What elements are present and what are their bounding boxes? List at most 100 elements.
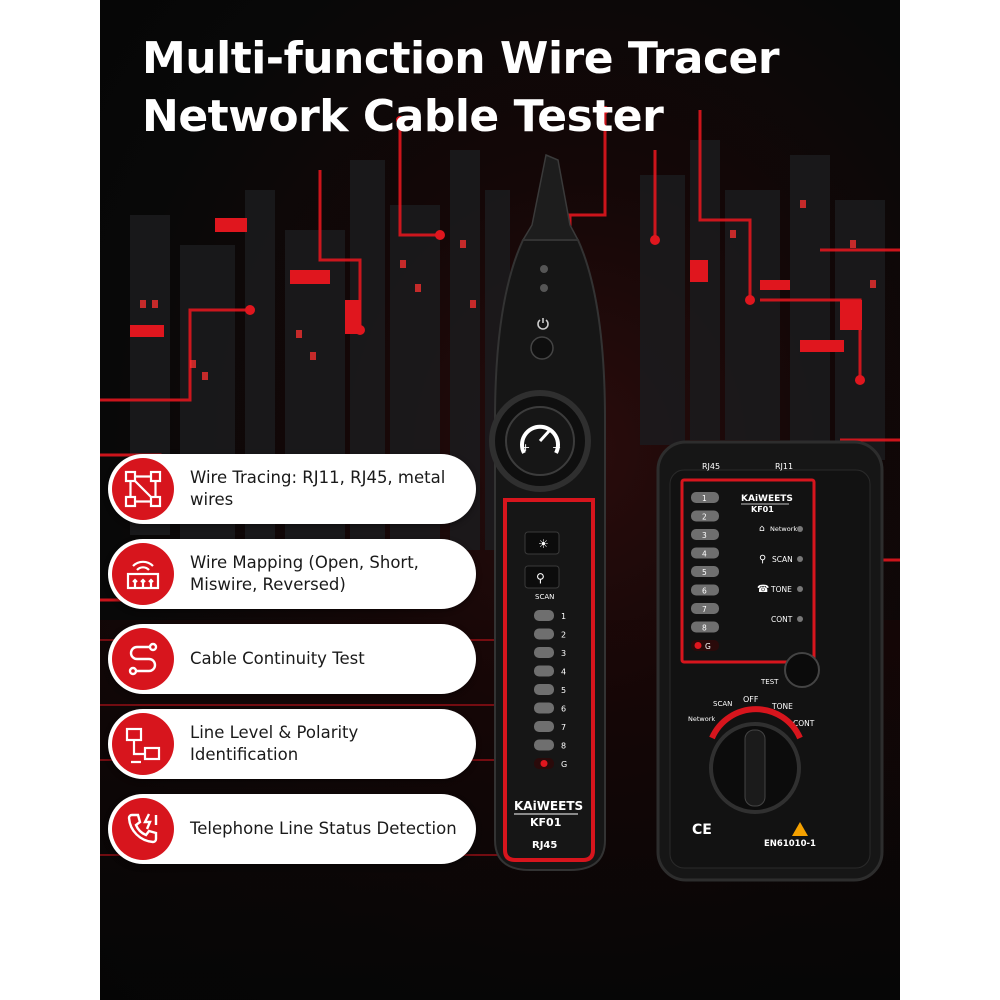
circuit-pads (130, 106, 865, 385)
scan-label: SCAN (535, 593, 554, 601)
feature-text: Telephone Line Status Detection (190, 819, 457, 838)
receiver-led-label: 4 (702, 550, 707, 559)
indicator-led (540, 265, 548, 273)
receiver-led (691, 566, 719, 577)
tracer-red-trim (503, 498, 595, 862)
line-level-icon (112, 713, 174, 775)
receiver-led (691, 547, 719, 559)
receiver-led-label: 1 (702, 494, 707, 503)
status-led (797, 616, 803, 622)
receiver-led-label: 6 (702, 587, 707, 596)
status-cont: CONT (771, 615, 793, 624)
dial-off: OFF (743, 695, 759, 704)
tracer-led-label: 4 (561, 668, 566, 677)
knob-indicator (538, 428, 552, 443)
receiver-led-label: 5 (702, 568, 707, 577)
tracer-led (534, 721, 554, 732)
tracer-brand: KAiWEETS (514, 799, 583, 813)
tracer-model: KF01 (530, 816, 561, 829)
telephone-icon: ☎ (757, 584, 769, 595)
receiver-led (691, 584, 719, 596)
product-panel: Multi-function Wire Tracer Network Cable… (100, 0, 900, 1000)
receiver-port-left: RJ45 (702, 462, 720, 471)
feature-text: Wire Tracing: RJ11, RJ45, metal wires (190, 468, 446, 509)
tracer-led (534, 610, 554, 621)
scan-icon: ⚲ (536, 571, 545, 585)
scan-button (524, 565, 560, 589)
receiver-led (691, 529, 719, 540)
window-lights (140, 200, 876, 380)
ground-led-dot (540, 760, 548, 767)
receiver-led (691, 603, 719, 614)
dial-network: Network (688, 715, 715, 723)
dial-red-arc (709, 706, 803, 740)
receiver-led-column: 1 2 3 4 5 6 7 8G (691, 492, 719, 651)
receiver-led-label: 8 (702, 624, 707, 633)
feature-continuity: Cable Continuity Test (108, 624, 476, 694)
receiver-led (691, 492, 719, 503)
probe-tip (521, 153, 580, 241)
ground-led-dot (694, 642, 702, 649)
tracer-led-label: 1 (561, 612, 566, 621)
receiver-red-panel (680, 478, 816, 664)
power-icon (537, 318, 549, 330)
page-title: Multi-function Wire Tracer Network Cable… (142, 30, 780, 146)
feature-line-level: Line Level & Polarity Identification (108, 709, 476, 779)
receiver-led (691, 510, 719, 522)
knob-minus: − (552, 441, 561, 454)
receiver-status-list: ⌂ Network ⚲ SCAN ☎ TONE CONT (757, 524, 803, 624)
tracer-led-label: 7 (561, 723, 566, 732)
title-line-2: Network Cable Tester (142, 91, 664, 142)
feature-telephone: Telephone Line Status Detection (108, 794, 476, 864)
tracer-led (534, 739, 554, 751)
feature-text: Wire Mapping (Open, Short, Miswire, Reve… (190, 553, 419, 594)
feature-wire-mapping: Wire Mapping (Open, Short, Miswire, Reve… (108, 539, 476, 609)
scan-icon: ⚲ (759, 554, 766, 565)
dial-tone: TONE (771, 702, 793, 711)
receiver-led-label: 7 (702, 605, 707, 614)
indicator-led (540, 284, 548, 292)
wire-tracing-icon (112, 458, 174, 520)
ce-mark: CE (692, 822, 712, 838)
network-icon: ⌂ (759, 524, 765, 534)
test-button (784, 652, 820, 688)
status-network: Network (770, 525, 797, 533)
test-label: TEST (760, 678, 779, 686)
tracer-led (534, 702, 554, 714)
knob-arc (520, 424, 560, 454)
wire-mapping-icon (112, 543, 174, 605)
tracer-led-label: 3 (561, 649, 566, 658)
light-button (524, 531, 560, 555)
receiver-led-label: G (705, 642, 711, 651)
receiver-led-label: 2 (702, 513, 707, 522)
dial-scan: SCAN (713, 700, 732, 708)
dial-cont: CONT (793, 719, 815, 728)
receiver-brand: KAiWEETS (741, 494, 793, 504)
tracer-led-label: 8 (561, 742, 566, 751)
status-led (797, 556, 803, 562)
tracer-led (534, 684, 554, 695)
tracer-body (494, 239, 606, 871)
warning-icon (792, 822, 808, 836)
tracer-led-label: G (561, 760, 567, 769)
feature-text: Cable Continuity Test (190, 649, 365, 668)
status-tone: TONE (770, 585, 792, 594)
tracer-led-label: 5 (561, 686, 566, 695)
feature-wire-tracing: Wire Tracing: RJ11, RJ45, metal wires (108, 454, 476, 524)
knob-plus: + (521, 441, 530, 454)
status-scan: SCAN (772, 555, 793, 564)
standard-label: EN61010-1 (764, 839, 816, 849)
power-button (530, 336, 554, 360)
tracer-led-label: 2 (561, 631, 566, 640)
title-line-1: Multi-function Wire Tracer (142, 33, 780, 84)
light-icon: ☀ (538, 537, 549, 551)
receiver-led-label: 3 (702, 531, 707, 540)
dial-grip (744, 729, 766, 807)
continuity-icon (112, 628, 174, 690)
tracer-led (534, 647, 554, 658)
receiver-led (691, 621, 719, 633)
